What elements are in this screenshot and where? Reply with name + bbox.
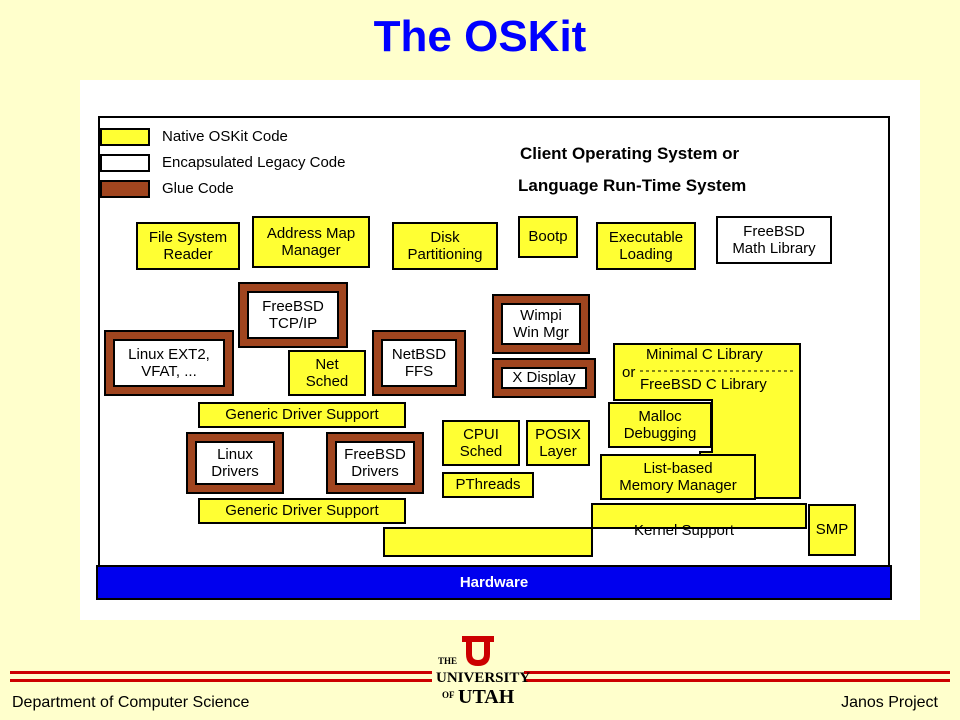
kernel-support-polygon [383,503,807,557]
logo-the: THE [438,656,458,666]
legend-native-label: Native OSKit Code [162,128,288,145]
legend-legacy-swatch [100,154,150,172]
netbsd-ffs-box: NetBSD FFS [381,339,457,387]
cpu-sched-box: CPUI Sched [442,420,520,466]
linux-drivers-box: Linux Drivers [195,441,275,485]
disk-partitioning-box: Disk Partitioning [392,222,498,270]
oskit-diagram: Native OSKit Code Encapsulated Legacy Co… [80,80,920,620]
net-sched-box: Net Sched [288,350,366,396]
linux-ext2-vfat-glue: Linux EXT2, VFAT, ... [104,330,234,396]
freebsd-drivers-glue: FreeBSD Drivers [326,432,424,494]
logo-u-mark [462,636,494,666]
kernel-support-label: Kernel Support [634,522,735,539]
x-display-glue: X Display [492,358,596,398]
netbsd-ffs-glue: NetBSD FFS [372,330,466,396]
wimpi-win-mgr-glue: Wimpi Win Mgr [492,294,590,354]
logo-of: OF [442,690,455,700]
hardware-bar: Hardware [96,565,892,600]
logo-university: UNIVERSITY [436,670,531,686]
address-map-manager-box: Address Map Manager [252,216,370,268]
posix-layer-box: POSIX Layer [526,420,590,466]
linux-ext2-vfat-box: Linux EXT2, VFAT, ... [113,339,225,387]
list-based-memory-manager-box: List-based Memory Manager [600,454,756,500]
freebsd-drivers-box: FreeBSD Drivers [335,441,415,485]
generic-driver-support-top-box: Generic Driver Support [198,402,406,428]
generic-driver-support-bottom-box: Generic Driver Support [198,498,406,524]
freebsd-math-library-box: FreeBSD Math Library [716,216,832,264]
linux-drivers-glue: Linux Drivers [186,432,284,494]
client-os-title-line2: Language Run-Time System [518,176,747,195]
footer-department: Department of Computer Science [12,694,250,711]
wimpi-win-mgr-box: Wimpi Win Mgr [501,303,581,345]
executable-loading-box: Executable Loading [596,222,696,270]
x-display-box: X Display [501,367,587,389]
university-of-utah-logo: THE UNIVERSITY OF UTAH [432,634,530,716]
slide-title: The OSKit [373,12,587,61]
bootp-box: Bootp [518,216,578,258]
footer-project: Janos Project [841,694,938,711]
smp-box: SMP [808,504,856,556]
minimal-c-library-label: Minimal C Library [646,346,763,363]
legend-legacy-label: Encapsulated Legacy Code [162,154,346,171]
or-label: or [622,364,636,381]
logo-utah: UTAH [458,686,515,708]
client-os-title-line1: Client Operating System or [520,144,740,163]
pthreads-box: PThreads [442,472,534,498]
malloc-debugging-box: Malloc Debugging [608,402,712,448]
freebsd-tcpip-glue: FreeBSD TCP/IP [238,282,348,348]
legend-glue-label: Glue Code [162,180,234,197]
legend-glue-swatch [100,180,150,198]
file-system-reader-box: File System Reader [136,222,240,270]
c-library-shapes [383,343,807,557]
legend-native-swatch [100,128,150,146]
freebsd-tcpip-box: FreeBSD TCP/IP [247,291,339,339]
freebsd-c-library-label: FreeBSD C Library [640,376,767,393]
